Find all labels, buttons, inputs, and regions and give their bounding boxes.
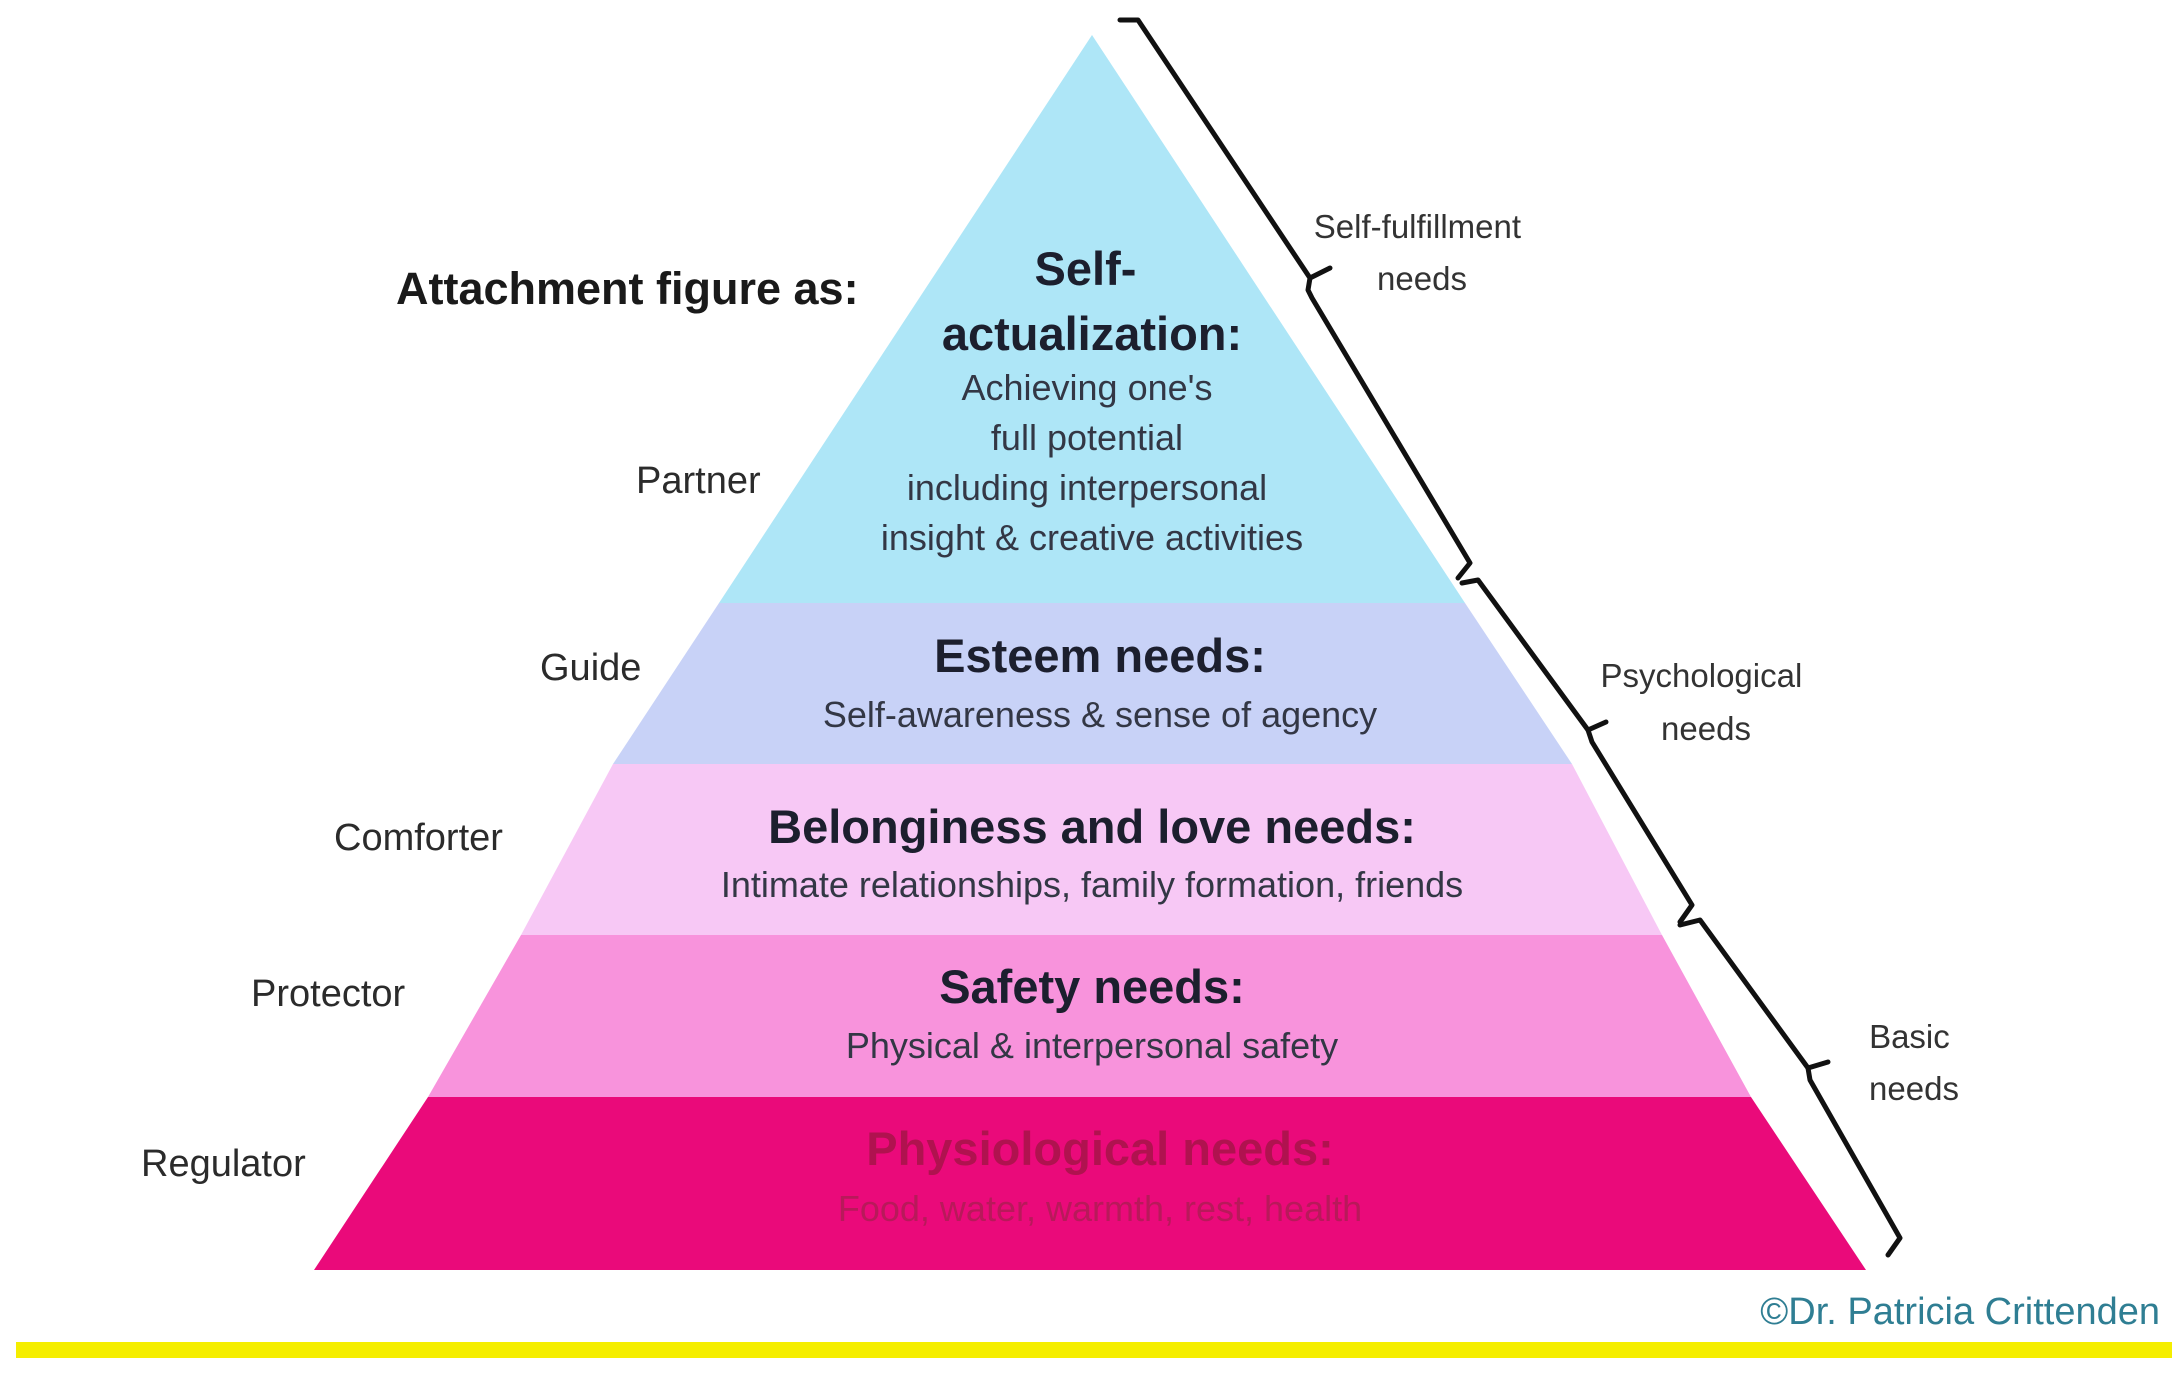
self-actualization-description: Achieving one's full potential including… [881, 367, 1303, 558]
band-esteem [613, 603, 1572, 764]
physiological-heading: Physiological needs: [866, 1122, 1334, 1175]
safety-heading: Safety needs: [939, 960, 1245, 1013]
label-psychological-needs: Psychological needs [1601, 657, 1812, 747]
safety-description: Physical & interpersonal safety [846, 1025, 1338, 1066]
label-basic-needs: Basic needs [1869, 1018, 1959, 1107]
role-comforter: Comforter [334, 817, 503, 859]
bracket-psychological [1459, 577, 1695, 925]
bracket-basic-tip [1805, 1059, 1831, 1071]
bracket-psychological-tip [1585, 719, 1609, 733]
diagram-title: Attachment figure as: [396, 263, 859, 314]
yellow-divider [16, 1342, 2172, 1358]
self-actualization-heading: Self- actualization: [942, 242, 1242, 360]
belonging-heading: Belonginess and love needs: [768, 800, 1416, 853]
role-protector: Protector [251, 973, 406, 1015]
role-partner: Partner [636, 460, 761, 502]
label-self-fulfillment-needs: Self-fulfillment needs [1314, 208, 1530, 297]
role-guide: Guide [540, 647, 641, 689]
band-self-actualization [719, 35, 1465, 603]
esteem-description: Self-awareness & sense of agency [823, 694, 1377, 735]
bracket-self-fulfillment [1117, 17, 1473, 581]
copyright-notice: ©Dr. Patricia Crittenden [1760, 1291, 2160, 1333]
bracket-basic [1677, 917, 1903, 1258]
role-regulator: Regulator [141, 1143, 306, 1185]
physiological-description: Food, water, warmth, rest, health [838, 1188, 1362, 1229]
belonging-description: Intimate relationships, family formation… [721, 864, 1463, 905]
bracket-self-fulfillment-tip [1307, 265, 1333, 281]
esteem-heading: Esteem needs: [934, 629, 1266, 682]
band-safety [428, 935, 1751, 1097]
band-belonging [521, 764, 1662, 935]
band-physiological [314, 1097, 1866, 1270]
